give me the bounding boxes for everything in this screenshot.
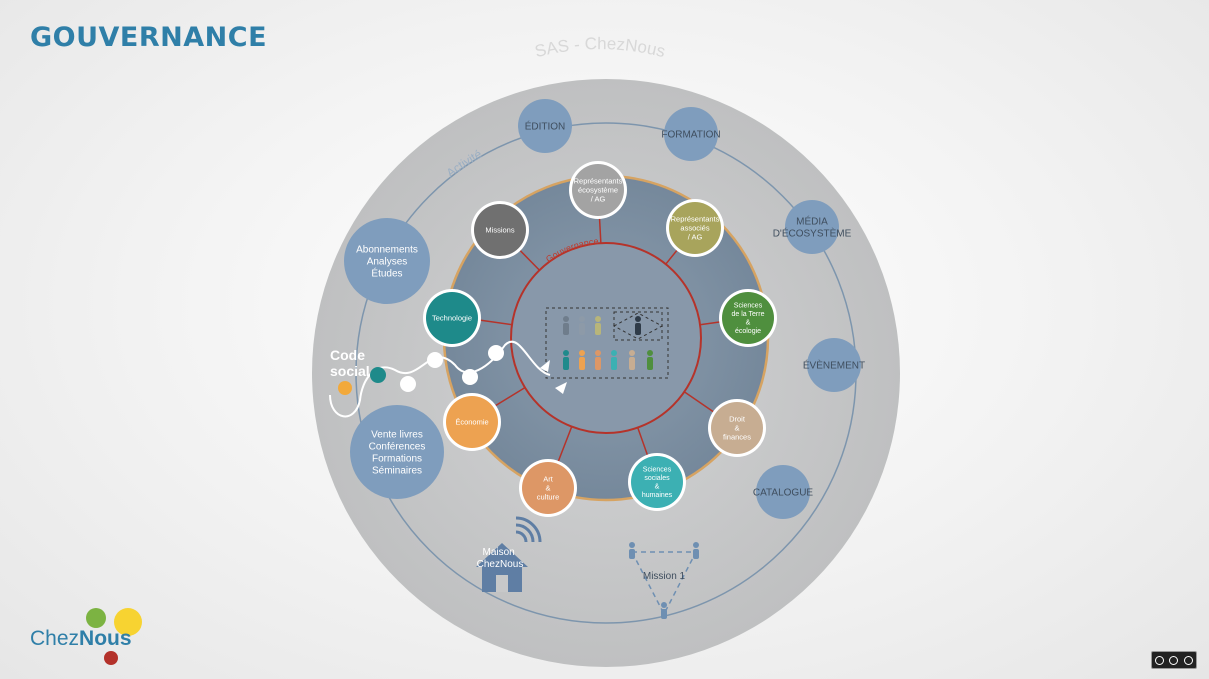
gov-node-circle bbox=[572, 164, 624, 216]
gov-node-circle bbox=[426, 292, 478, 344]
activity-node-vente-circle bbox=[350, 405, 444, 499]
activity-node-abonnements-circle bbox=[344, 218, 430, 304]
mission-1-label: Mission 1 bbox=[643, 571, 686, 582]
activity-node-formation: FORMATION bbox=[661, 107, 721, 161]
gov-node-circle bbox=[522, 462, 574, 514]
activity-node-edition: ÉDITION bbox=[518, 99, 572, 153]
gov-node-art: Art&culture bbox=[519, 459, 577, 517]
gov-node-economie: Économie bbox=[443, 393, 501, 451]
cc-license-badge bbox=[1151, 651, 1197, 669]
activity-node-evenement-circle bbox=[807, 338, 861, 392]
maison-cheznous: Maison ChezNous bbox=[476, 516, 542, 592]
activity-node-edition-label: ÉDITION bbox=[525, 119, 566, 132]
gov-node-circle bbox=[711, 402, 763, 454]
maison-label: Maison ChezNous bbox=[477, 547, 524, 570]
svg-text:ChezNous: ChezNous bbox=[30, 627, 132, 650]
gov-node-label: Missions bbox=[485, 226, 514, 235]
code-social-label: Code social bbox=[330, 347, 370, 379]
activity-node-catalogue-label: CATALOGUE bbox=[753, 487, 814, 498]
gov-node-circle bbox=[669, 202, 721, 254]
activity-node-catalogue-circle bbox=[756, 465, 810, 519]
activity-node-evenement: ÉVÈNEMENT bbox=[803, 338, 865, 392]
activity-node-edition-circle bbox=[518, 99, 572, 153]
cheznous-logo: ChezNous bbox=[28, 600, 158, 670]
gov-node-circle bbox=[631, 456, 683, 508]
activity-node-formation-label: FORMATION bbox=[661, 129, 720, 140]
gov-node-technologie: Technologie bbox=[423, 289, 481, 347]
mission-1: Mission 1 bbox=[629, 542, 699, 619]
governance-core bbox=[510, 242, 702, 434]
sas-label: SAS - ChezNous bbox=[533, 34, 667, 61]
gov-node-circle bbox=[722, 292, 774, 344]
activity-node-formation-circle bbox=[664, 107, 718, 161]
activity-node-catalogue: CATALOGUE bbox=[753, 465, 814, 519]
page-title: GOUVERNANCE bbox=[30, 22, 268, 53]
gov-node-label: Droit&finances bbox=[723, 415, 751, 442]
arrow-icon bbox=[555, 382, 567, 394]
core-dashed-box bbox=[545, 307, 669, 379]
gov-node-circle bbox=[446, 396, 498, 448]
wifi-icon bbox=[515, 516, 542, 543]
activity-node-media-circle bbox=[785, 200, 839, 254]
code-social-icons bbox=[338, 345, 504, 395]
gov-node-droit: Droit&finances bbox=[708, 399, 766, 457]
people-icons bbox=[563, 316, 653, 370]
representant-diamond bbox=[612, 312, 664, 340]
activity-node-evenement-label: ÉVÈNEMENT bbox=[803, 358, 865, 371]
arrow-icon bbox=[540, 360, 550, 372]
gov-node-label: Art&culture bbox=[537, 475, 560, 502]
gov-node-label: Économie bbox=[455, 418, 488, 427]
gov-node-label: Technologie bbox=[432, 314, 472, 323]
gov-node-missions: Missions bbox=[471, 201, 529, 259]
gov-node-circle bbox=[474, 204, 526, 256]
